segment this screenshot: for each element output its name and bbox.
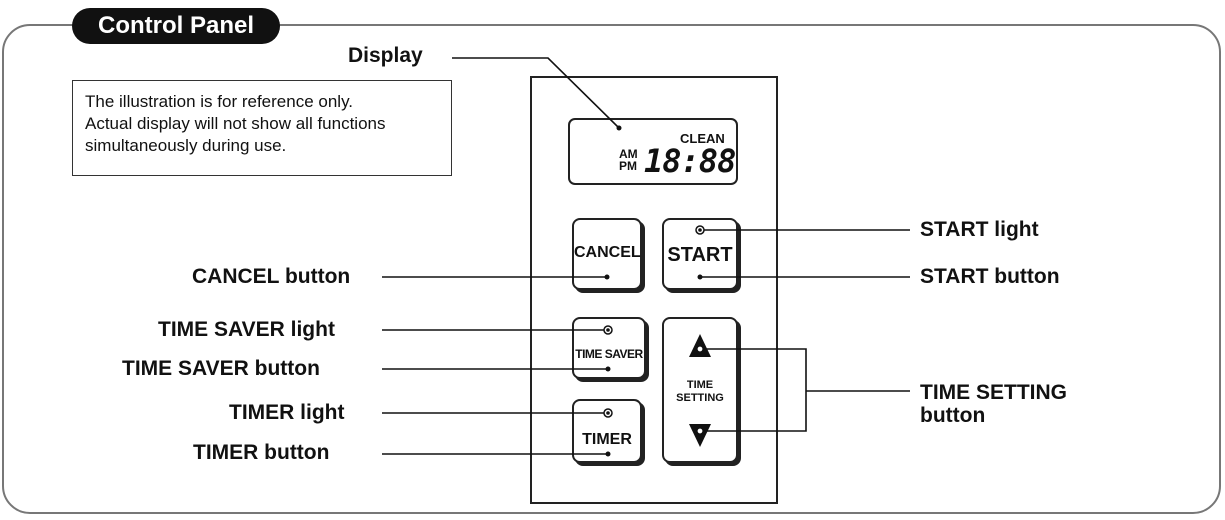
callout-start-button: START button — [920, 265, 1060, 288]
timer-button-label: TIMER — [582, 431, 632, 448]
callout-time-setting-line1: TIME SETTING — [920, 381, 1067, 404]
callout-cancel-button: CANCEL button — [192, 265, 351, 288]
callout-time-saver-light: TIME SAVER light — [158, 318, 335, 341]
time-setting-label-line2: SETTING — [676, 392, 724, 404]
start-button[interactable]: START — [662, 218, 738, 290]
note-line: simultaneously during use. — [85, 136, 287, 155]
display-pm: PM — [619, 159, 637, 173]
timer-button[interactable]: TIMER — [572, 399, 642, 463]
reference-note: The illustration is for reference only. … — [72, 80, 452, 176]
display-digits: 18:88 — [644, 142, 736, 180]
callout-time-setting-button: TIME SETTING button — [920, 381, 1067, 427]
callout-timer-light: TIMER light — [229, 401, 345, 424]
cancel-button-label: CANCEL — [574, 244, 641, 261]
display-clean-indicator: CLEAN — [680, 131, 725, 146]
display-am-pm: AM PM — [619, 148, 638, 172]
control-panel-frame — [2, 24, 1221, 514]
callout-display: Display — [348, 44, 423, 67]
time-setting-button[interactable]: TIME SETTING — [662, 317, 738, 463]
callout-time-saver-button: TIME SAVER button — [122, 357, 320, 380]
section-title: Control Panel — [72, 8, 281, 44]
callout-start-light: START light — [920, 218, 1039, 241]
display-window — [568, 118, 738, 185]
time-saver-button-label: TIME SAVER — [575, 347, 643, 361]
note-line: Actual display will not show all functio… — [85, 114, 386, 133]
start-button-label: START — [667, 244, 733, 266]
note-line: The illustration is for reference only. — [85, 92, 354, 111]
cancel-button[interactable]: CANCEL — [572, 218, 642, 290]
time-setting-label-line1: TIME — [686, 379, 714, 391]
time-saver-button[interactable]: TIME SAVER — [572, 317, 646, 379]
display-am: AM — [619, 147, 638, 161]
callout-timer-button: TIMER button — [193, 441, 330, 464]
callout-time-setting-line2: button — [920, 404, 986, 427]
